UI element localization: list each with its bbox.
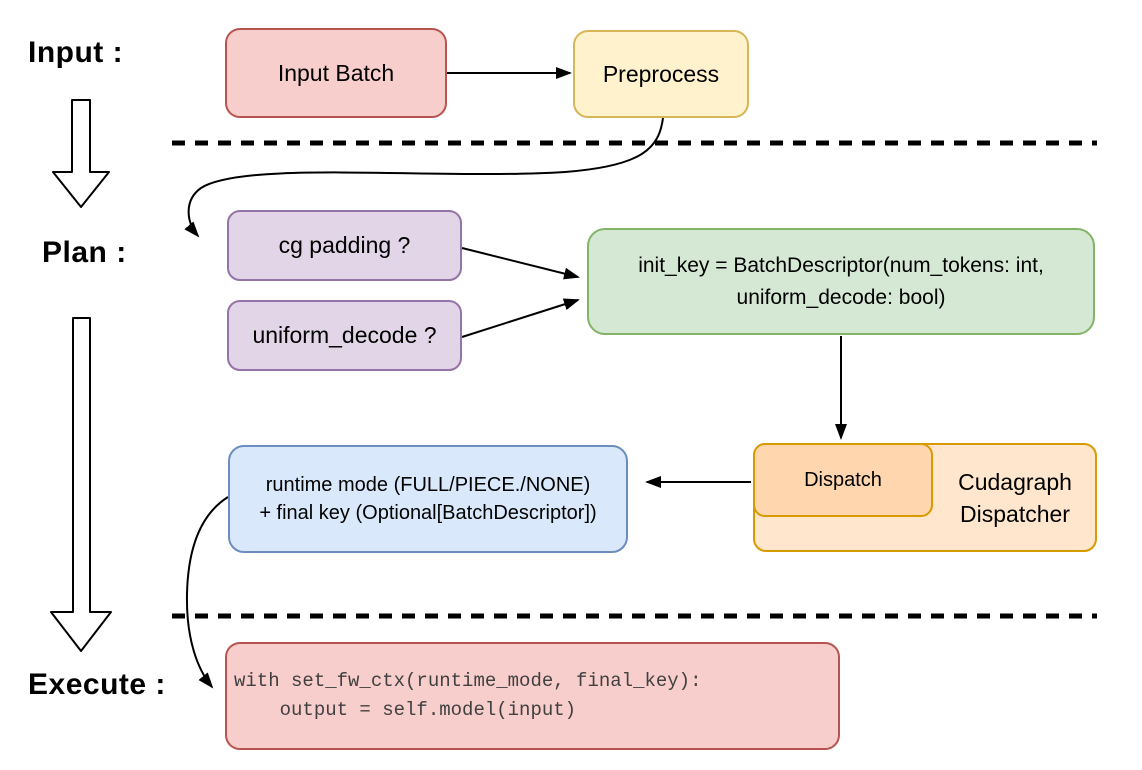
preprocess-label: Preprocess — [602, 60, 720, 87]
dispatch-node: Dispatch — [753, 443, 933, 517]
uniform-decode-label: uniform_decode ? — [252, 322, 437, 348]
plan-stage-label: Plan : — [42, 236, 127, 269]
cg-padding-label: cg padding ? — [278, 232, 411, 258]
plan-stage-down-arrow-icon — [50, 317, 112, 652]
cudagraph-dispatcher-line2: Dispatcher — [960, 500, 1070, 527]
input-batch-label: Input Batch — [277, 59, 395, 86]
cg-padding-node: cg padding ? — [227, 210, 462, 281]
input-batch-node: Input Batch — [225, 28, 447, 118]
init-key-line2: uniform_decode: bool) — [736, 285, 946, 309]
runtime-mode-line2: + final key (Optional[BatchDescriptor]) — [259, 502, 597, 524]
arrow-cg-padding-to-init-key — [461, 247, 580, 280]
input-stage-label: Input : — [28, 36, 124, 69]
runtime-mode-node: runtime mode (FULL/PIECE./NONE) + final … — [228, 445, 628, 553]
execute-code-line1: with set_fw_ctx(runtime_mode, final_key)… — [234, 670, 702, 692]
cudagraph-dispatcher-line1: Cudagraph — [958, 468, 1072, 495]
cudagraph-dispatcher-label: Cudagraph Dispatcher — [935, 445, 1095, 550]
input-stage-down-arrow-icon — [52, 99, 110, 208]
execute-code-node: with set_fw_ctx(runtime_mode, final_key)… — [225, 642, 840, 750]
init-key-node: init_key = BatchDescriptor(num_tokens: i… — [587, 228, 1095, 335]
dispatch-label: Dispatch — [804, 468, 882, 491]
arrow-runtime-mode-to-execute — [185, 496, 229, 689]
preprocess-node: Preprocess — [573, 30, 749, 118]
execute-code-line2: output = self.model(input) — [234, 699, 577, 721]
uniform-decode-node: uniform_decode ? — [227, 300, 462, 371]
execute-stage-label: Execute : — [28, 668, 166, 701]
init-key-line1: init_key = BatchDescriptor(num_tokens: i… — [638, 253, 1044, 277]
runtime-mode-line1: runtime mode (FULL/PIECE./NONE) — [265, 474, 591, 496]
arrow-uniform-decode-to-init-key — [461, 298, 580, 338]
